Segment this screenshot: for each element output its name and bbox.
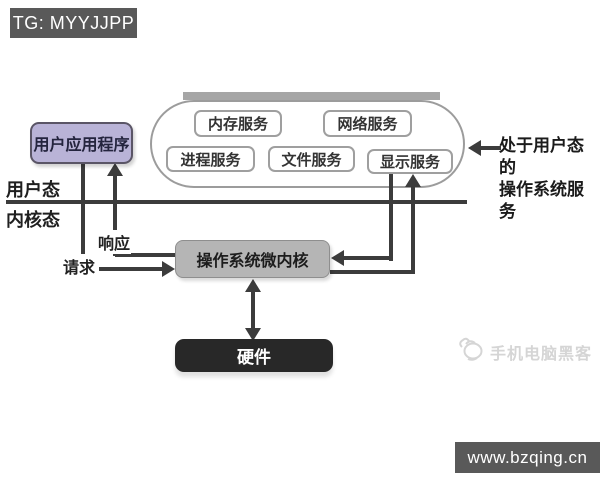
request-line-vertical <box>81 163 85 257</box>
watermark: 手机电脑黑客 <box>456 335 592 368</box>
response-arrowhead-up-icon <box>107 163 123 176</box>
user-mode-label: 用户态 <box>6 180 60 200</box>
service-box-process: 进程服务 <box>166 146 255 172</box>
display-to-kernel-line-vertical <box>389 173 393 261</box>
service-box-display: 显示服务 <box>367 149 453 174</box>
request-arrowhead-right-icon <box>162 261 175 277</box>
microkernel-box: 操作系统微内核 <box>175 240 330 278</box>
note-line-2: 操作系统服务 <box>499 180 584 221</box>
service-box-file: 文件服务 <box>268 146 355 172</box>
service-box-network: 网络服务 <box>323 110 412 137</box>
into-kernel-arrowhead-left-icon <box>331 250 344 266</box>
kernel-to-display-line-horizontal <box>330 270 415 274</box>
site-badge: www.bzqing.cn <box>455 442 600 473</box>
into-display-arrowhead-up-icon <box>405 174 421 187</box>
request-label: 请求 <box>62 254 97 278</box>
kernel-hardware-line-vertical <box>251 290 255 330</box>
user-application-box: 用户应用程序 <box>30 122 133 164</box>
hw-kernel-arrowhead-down-icon <box>245 328 261 341</box>
watermark-label: 手机电脑黑客 <box>490 345 593 363</box>
note-line-1: 处于用户态的 <box>499 136 584 177</box>
ellipse-shadow-bar <box>183 92 440 100</box>
kernel-mode-label: 内核态 <box>6 210 60 230</box>
response-line-horizontal <box>115 253 177 257</box>
hardware-box: 硬件 <box>175 339 333 372</box>
user-mode-services-note: 处于用户态的 操作系统服务 <box>499 135 600 223</box>
note-arrowhead-left-icon <box>468 140 481 156</box>
service-box-memory: 内存服务 <box>194 110 282 137</box>
note-arrow-line <box>481 146 501 150</box>
display-to-kernel-line-horizontal <box>344 256 392 260</box>
kernel-to-display-line-vertical <box>411 184 415 274</box>
hw-kernel-arrowhead-up-icon <box>245 279 261 292</box>
mode-divider-line <box>6 200 467 204</box>
response-line-vertical <box>113 170 117 256</box>
tg-badge: TG: MYYJJPP <box>10 8 137 38</box>
response-label: 响应 <box>97 230 132 254</box>
bird-logo-icon <box>456 335 486 368</box>
request-line-horizontal <box>99 267 162 271</box>
